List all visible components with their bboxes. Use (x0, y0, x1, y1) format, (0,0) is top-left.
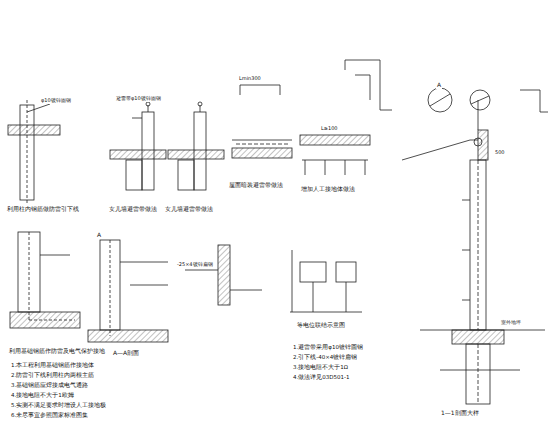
annotation-label: 避雷带φ10镀锌圆钢 (115, 96, 162, 102)
annotation-label: 1.避雷带采用φ10镀锌圆钢 (292, 344, 364, 350)
annotation-label: 利用基础钢筋作防雷及电气保护接地 (8, 348, 106, 355)
annotation-label: 屋面暗装避雷带做法 (228, 182, 284, 189)
annotation-label: 女儿墙避雷带做法 (108, 206, 158, 213)
annotation-label: 5.实测不满足要求时增设人工接地极 (10, 402, 107, 408)
annotation-label: 室外地坪 (500, 320, 522, 326)
annotation-label: 1.本工程利用基础钢筋作接地体 (10, 362, 95, 368)
annotation-label: A (96, 232, 102, 239)
annotation-label: A (436, 82, 442, 89)
annotation-label: 3.接地电阻不大于1Ω (292, 364, 349, 370)
annotation-label: 4.做法详见03D501-1 (292, 374, 350, 380)
annotation-label: 等电位联结示意图 (296, 322, 346, 329)
annotation-label: 4.接地电阻不大于1欧姆 (10, 392, 75, 398)
annotation-label: 3.基础钢筋应焊接成电气通路 (10, 382, 89, 388)
annotation-label: 女儿墙避雷带做法 (164, 206, 214, 213)
detail-strokes (8, 60, 548, 404)
annotation-label: A—A剖面 (112, 350, 140, 357)
annotation-label: -25×4镀锌扁钢 (176, 262, 214, 268)
annotation-label: φ10镀锌圆钢 (40, 98, 72, 104)
annotation-label: 增加人工接地体做法 (300, 186, 356, 193)
annotation-label: 利用柱内钢筋做防雷引下线 (6, 206, 80, 213)
annotation-label: Lmin300 (238, 76, 262, 82)
annotation-label: L≥100 (320, 126, 339, 132)
annotation-label: 1—1剖面大样 (440, 410, 480, 417)
annotation-label: 2.防雷引下线利用柱内两根主筋 (10, 372, 95, 378)
annotation-label: 2.引下线-40×4镀锌扁钢 (292, 354, 358, 360)
annotation-label: 500 (494, 150, 506, 156)
annotation-label: 6.未尽事宜参照国家标准图集 (10, 412, 89, 418)
